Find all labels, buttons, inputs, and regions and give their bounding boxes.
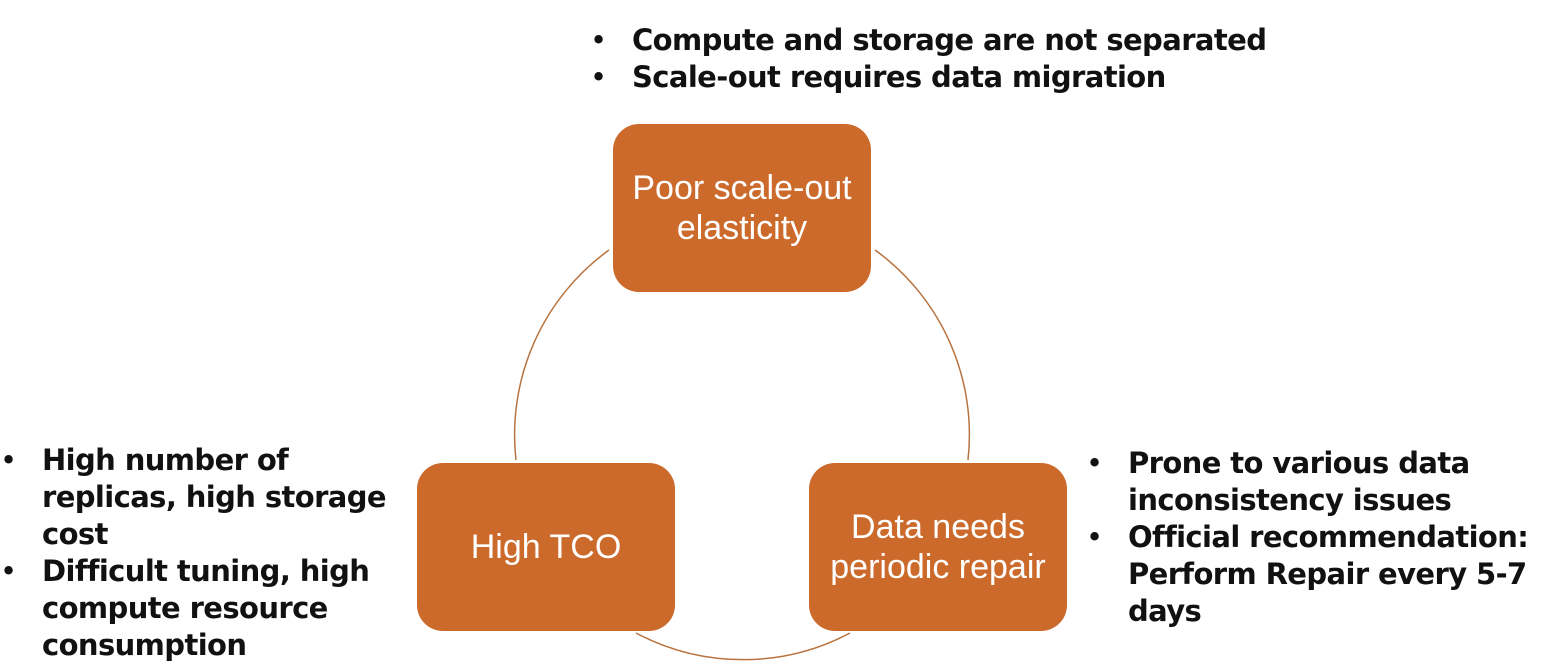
node-high-tco: High TCO: [417, 463, 675, 631]
notes-right-list: Prone to various data inconsistency issu…: [1086, 445, 1556, 630]
note-item: Scale-out requires data migration: [590, 59, 1330, 96]
node-label: Poor scale-out elasticity: [632, 169, 852, 247]
notes-left-list: High number of replicas, high storage co…: [0, 442, 430, 664]
notes-top-list: Compute and storage are not separated Sc…: [590, 22, 1330, 96]
node-label: High TCO: [470, 528, 622, 566]
node-poor-scale-out-elasticity: Poor scale-out elasticity: [613, 124, 871, 292]
note-item: Compute and storage are not separated: [590, 22, 1330, 59]
note-item: Difficult tuning, high compute resource …: [0, 553, 430, 664]
arc-left-to-top: [513, 249, 610, 461]
note-item: Official recommendation: Perform Repair …: [1086, 519, 1556, 630]
note-item: Prone to various data inconsistency issu…: [1086, 445, 1556, 519]
arc-right-to-left: [635, 632, 851, 661]
node-data-needs-periodic-repair: Data needs periodic repair: [809, 463, 1067, 631]
node-label: Data needs periodic repair: [830, 508, 1046, 586]
arc-top-to-right: [874, 249, 971, 461]
note-item: High number of replicas, high storage co…: [0, 442, 430, 553]
